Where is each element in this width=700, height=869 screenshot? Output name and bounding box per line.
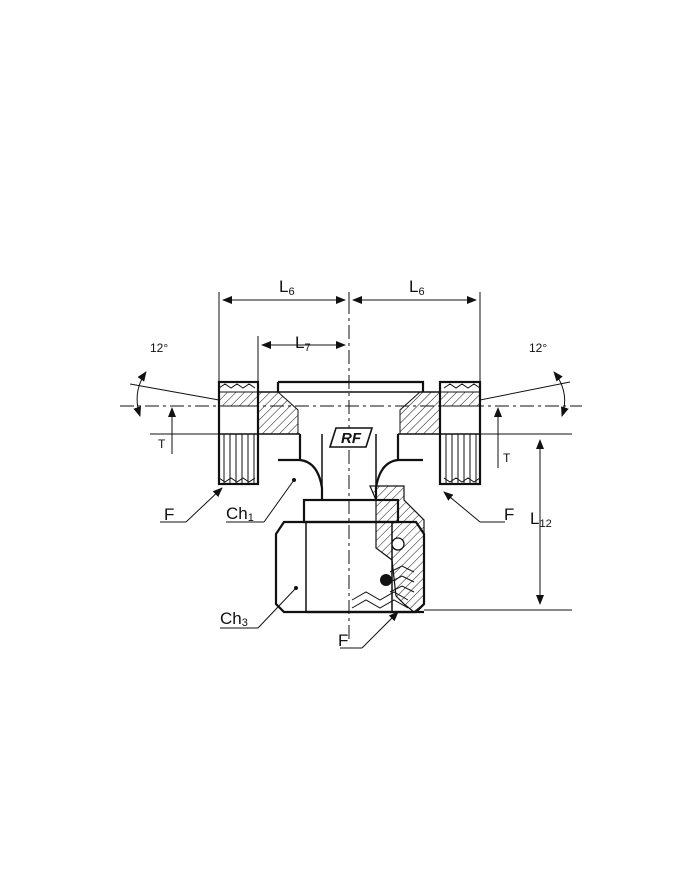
angle-left xyxy=(129,371,220,417)
label-l6-right: L6 xyxy=(409,277,425,298)
label-ch1: Ch1 xyxy=(226,504,254,524)
swivel-nut xyxy=(274,485,426,614)
left-thread-end xyxy=(217,380,260,486)
angle-right xyxy=(479,371,571,417)
rf-logo: RF xyxy=(328,427,374,448)
leader-f-left xyxy=(160,487,223,523)
label-t-left: T xyxy=(158,437,166,451)
logo-text: RF xyxy=(341,430,362,447)
label-t-right: T xyxy=(503,451,511,465)
dimension-t-right xyxy=(480,407,505,468)
leader-f-bottom xyxy=(340,611,399,649)
leader-f-right xyxy=(443,491,505,523)
right-thread-end xyxy=(438,380,482,486)
label-angle-right: 12° xyxy=(529,341,547,355)
center-lines xyxy=(120,300,582,640)
label-l7: L7 xyxy=(295,333,311,354)
label-f-right: F xyxy=(504,505,514,524)
dimension-l6 xyxy=(218,292,481,382)
leader-ch1 xyxy=(226,478,296,523)
label-f-left: F xyxy=(164,505,174,524)
leader-ch3 xyxy=(220,586,298,629)
dimension-t-left xyxy=(150,407,219,454)
label-angle-left: 12° xyxy=(150,341,168,355)
label-ch3: Ch3 xyxy=(220,609,248,629)
label-l6-left: L6 xyxy=(279,277,295,298)
dimension-l7 xyxy=(257,336,346,392)
label-l12: L12 xyxy=(530,509,552,530)
label-f-bottom: F xyxy=(338,631,348,650)
